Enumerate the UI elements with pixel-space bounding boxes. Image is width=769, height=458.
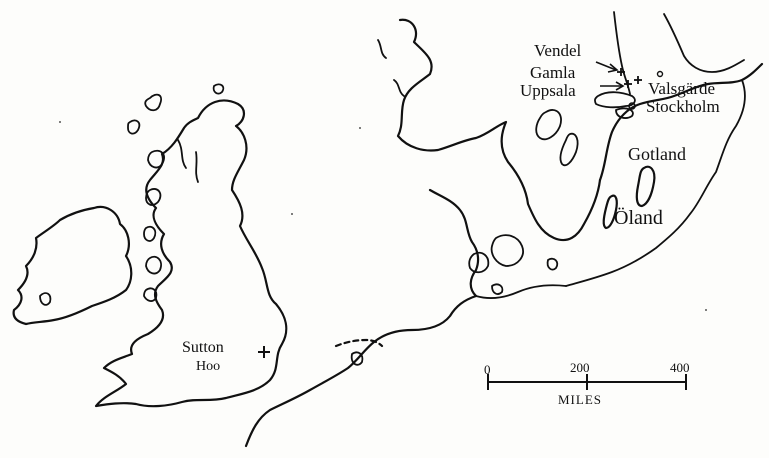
skye-island	[147, 149, 165, 169]
label-gamla: Gamla	[530, 63, 576, 82]
scale-bar	[487, 374, 687, 390]
hebrides-island-2	[127, 119, 141, 135]
uppsala-arrow-icon	[600, 81, 625, 91]
label-hoo: Hoo	[196, 359, 220, 374]
mull-island	[145, 188, 162, 206]
scale-tick-0: 0	[484, 362, 491, 377]
lake-vanern	[535, 109, 562, 141]
netherlands-inlet	[350, 351, 364, 366]
baltic-south-coast	[475, 284, 567, 299]
vendel-cross-icon	[617, 68, 625, 76]
gotland-island	[635, 165, 656, 208]
finland-coast	[663, 13, 745, 73]
scale-tick-400: 400	[670, 360, 690, 375]
paper-speck	[291, 213, 293, 215]
norway-fjord-top	[377, 39, 405, 97]
label-uppsala: Uppsala	[520, 81, 576, 100]
zealand-island	[490, 234, 524, 267]
orkney-island	[212, 83, 225, 95]
paper-speck	[59, 121, 61, 123]
great-britain-coastline	[94, 99, 288, 408]
label-vendel: Vendel	[534, 41, 581, 60]
lake-vattern	[559, 132, 579, 167]
vendel-arrow-icon	[595, 61, 619, 73]
irish-inlet	[39, 292, 52, 306]
oland-island	[602, 194, 618, 230]
town-dot-icon	[656, 70, 664, 78]
label-sutton: Sutton	[182, 339, 224, 356]
anglesey-island	[143, 287, 158, 302]
sutton-hoo-cross-icon	[258, 346, 270, 358]
scottish-highland-lochs	[177, 139, 199, 183]
label-valsgarde: Valsgärde	[648, 79, 715, 98]
paper-speck	[359, 127, 361, 129]
valsgarde-cross-icon	[634, 76, 642, 84]
scale-tick-200: 200	[570, 360, 590, 375]
stockholm-archipelago	[615, 107, 634, 119]
stockholm-dot-icon	[628, 102, 636, 110]
label-gotland: Gotland	[628, 144, 686, 164]
bornholm-island	[546, 257, 559, 271]
gamla-uppsala-cross-icon	[624, 80, 632, 88]
label-stockholm: Stockholm	[646, 97, 720, 116]
lake-malaren	[594, 91, 636, 109]
islay-island	[143, 225, 157, 242]
label-oland: Öland	[614, 206, 663, 229]
danish-island-small	[491, 283, 504, 295]
funen-island	[468, 251, 490, 274]
paper-speck	[705, 309, 707, 311]
jutland-coast	[428, 188, 480, 298]
baltic-east-coast	[565, 79, 746, 287]
hebrides-island	[144, 93, 162, 112]
continental-coast	[244, 294, 478, 448]
isle-of-man	[145, 255, 162, 275]
frisian-islands-dashed	[334, 338, 384, 348]
ireland-coastline	[12, 205, 133, 326]
norway-coastline	[396, 18, 602, 242]
scale-unit-label: MILES	[558, 392, 602, 407]
